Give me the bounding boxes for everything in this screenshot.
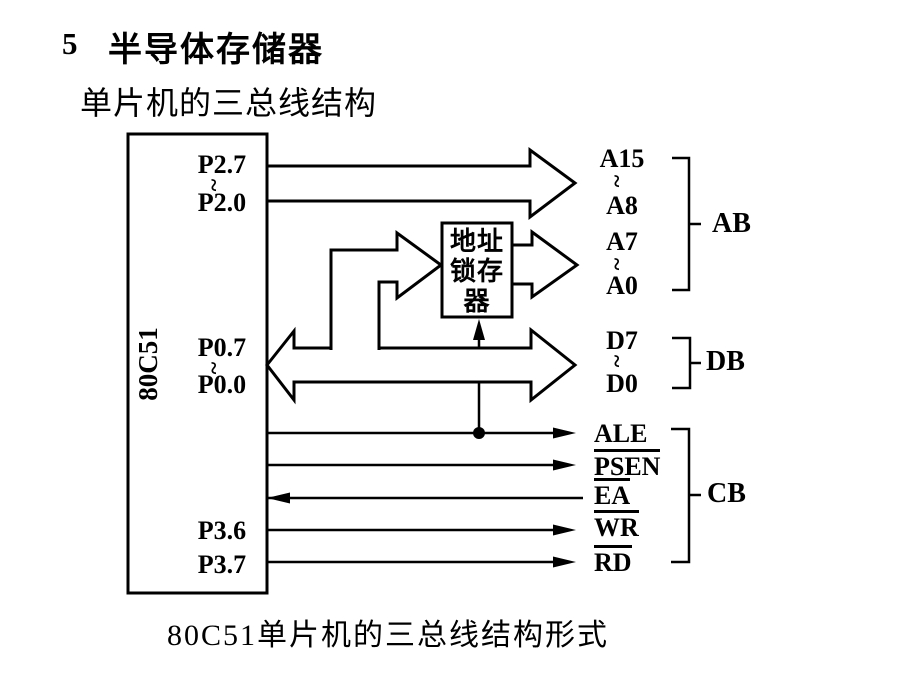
address-label-a0: A0 [606, 271, 638, 300]
address-low-bus-arrow [509, 229, 580, 300]
section-number: 5 [62, 26, 78, 61]
wr-overline-text: WR [594, 510, 639, 541]
chip-box [126, 132, 269, 595]
address-latch-label: 地址 锁存 器 [444, 227, 510, 317]
port-label-p3-6: P3.6 [197, 516, 247, 545]
port-label-p0-7: P0.7 [197, 333, 247, 362]
control-bus-group-label: CB [707, 478, 746, 509]
control-label-wr: WR [594, 510, 639, 541]
chip-name-label: 80C51 [133, 327, 163, 401]
port-label-p2-0: P2.0 [197, 188, 247, 217]
address-high-bus-arrow [265, 147, 578, 221]
psen-arrowhead-icon [553, 459, 576, 471]
data-tilde: ~ [603, 354, 630, 368]
port-label-p0-0: P0.0 [197, 370, 247, 399]
latch-label-line3: 器 [463, 287, 491, 316]
figure-caption: 80C51单片机的三总线结构形式 [167, 619, 610, 652]
rd-overline-text: RD [594, 545, 632, 576]
address-tilde-1: ~ [603, 174, 630, 188]
address-tilde-2: ~ [603, 257, 630, 271]
subtitle: 单片机的三总线结构 [80, 85, 378, 121]
control-label-rd: RD [594, 545, 632, 576]
ea-arrowhead-icon [267, 492, 290, 504]
address-label-a15: A15 [599, 144, 645, 173]
section-title: 半导体存储器 [108, 31, 324, 69]
address-label-a7: A7 [606, 227, 638, 256]
data-bus-group-label: DB [706, 346, 745, 377]
p0-to-latch-arrow [329, 230, 444, 350]
psen-overline-text: PSEN [594, 449, 661, 480]
data-label-d7: D7 [606, 326, 638, 355]
ale-arrowhead-icon [553, 427, 576, 439]
data-bus-bidirectional-arrow [265, 326, 578, 405]
port-label-p2-7: P2.7 [197, 150, 247, 179]
control-label-ale: ALE [594, 419, 648, 448]
rd-arrowhead-icon [553, 556, 576, 568]
port-label-p3-7: P3.7 [197, 550, 247, 579]
ale-junction-dot [473, 427, 485, 439]
address-bus-bracket [672, 156, 701, 292]
wr-arrowhead-icon [553, 524, 576, 536]
ea-overline-text: EA [594, 478, 631, 509]
address-latch-box [440, 221, 514, 319]
latch-enable-arrowhead-icon [473, 319, 485, 340]
address-bus-group-label: AB [712, 208, 751, 239]
control-bus-bracket [671, 427, 701, 564]
control-label-ea: EA [594, 478, 631, 509]
data-label-d0: D0 [606, 369, 638, 398]
control-label-psen: PSEN [594, 449, 661, 480]
address-label-a8: A8 [606, 191, 638, 220]
latch-label-line2: 锁存 [449, 257, 504, 286]
data-bus-bracket [672, 336, 701, 390]
latch-label-line1: 地址 [449, 227, 504, 256]
